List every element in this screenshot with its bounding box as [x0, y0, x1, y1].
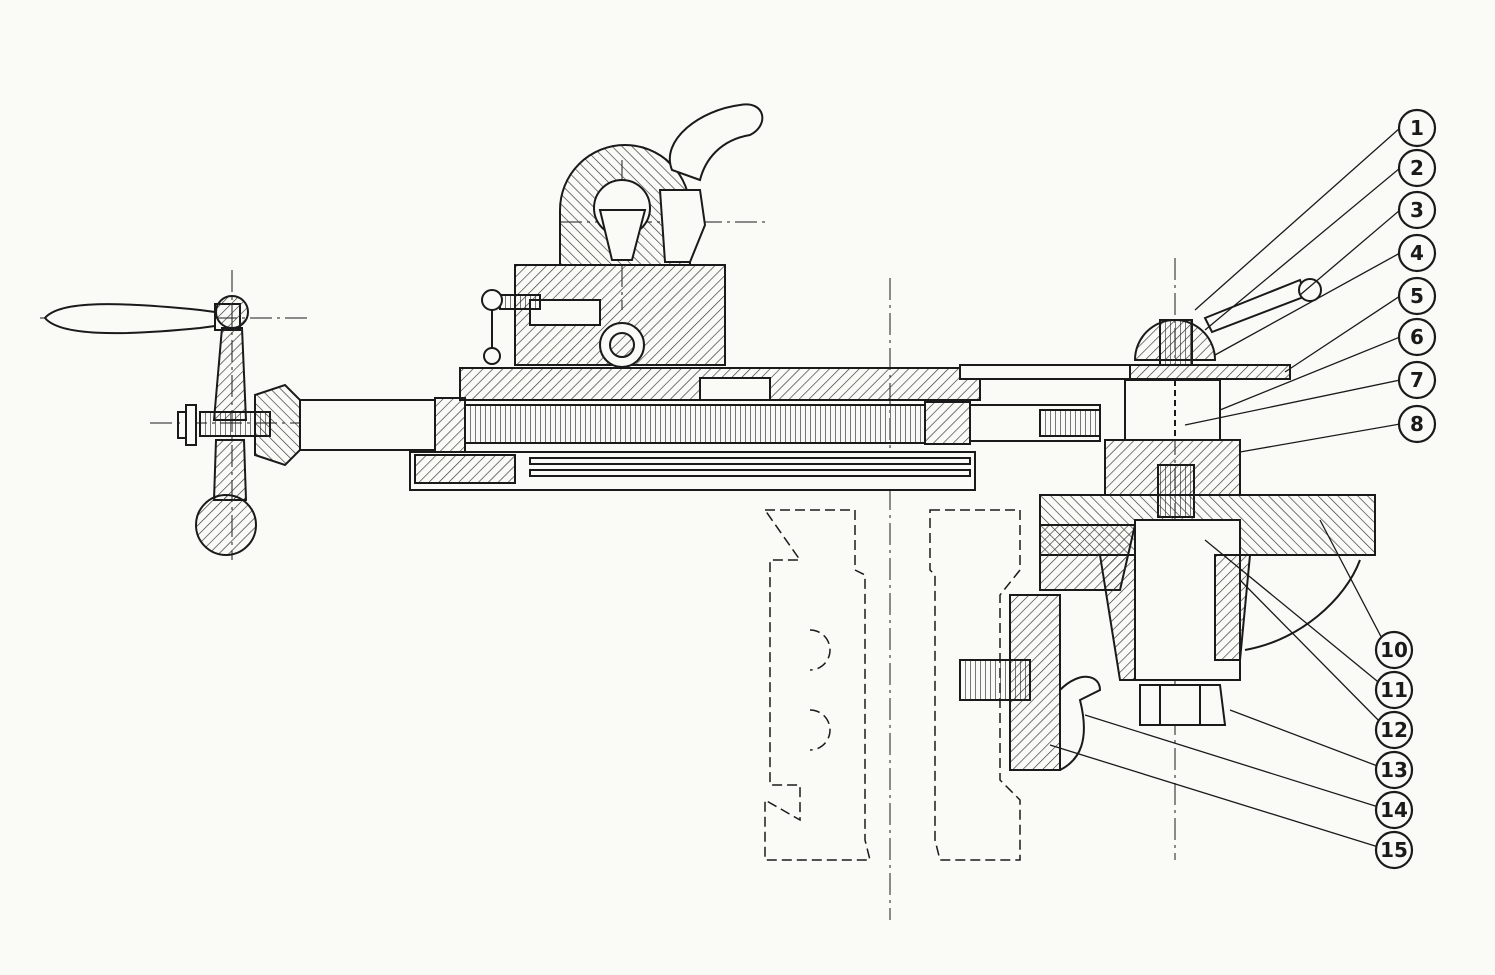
callout-number: 8 — [1410, 412, 1424, 436]
callout-circle — [1374, 750, 1414, 790]
callout-circle — [1397, 190, 1437, 230]
callout-number: 1 — [1410, 116, 1424, 140]
leader-lines — [1049, 127, 1401, 851]
callout-5: 5 — [1397, 276, 1437, 316]
callout-circle — [1397, 276, 1437, 316]
callout-circle — [1374, 630, 1414, 670]
callout-circle — [1397, 360, 1437, 400]
callout-number: 13 — [1380, 758, 1408, 782]
callout-13: 13 — [1374, 750, 1414, 790]
callout-number: 7 — [1410, 368, 1424, 392]
callout-number: 12 — [1380, 718, 1408, 742]
tool-post — [959, 278, 1322, 441]
callout-circle — [1397, 317, 1437, 357]
cross-slide-body — [299, 367, 1101, 491]
callout-14: 14 — [1374, 790, 1414, 830]
callout-number: 6 — [1410, 325, 1424, 349]
callout-circle — [1397, 148, 1437, 188]
compound-rest — [481, 103, 764, 368]
callout-number: 10 — [1380, 638, 1408, 662]
callout-4: 4 — [1397, 233, 1437, 273]
callout-number: 15 — [1380, 838, 1408, 862]
callout-circle — [1374, 710, 1414, 750]
callout-circle — [1374, 790, 1414, 830]
callout-6: 6 — [1397, 317, 1437, 357]
callout-circle — [1397, 108, 1437, 148]
callout-15: 15 — [1374, 830, 1414, 870]
saddle-swivel — [959, 439, 1376, 771]
crank-handle — [43, 295, 301, 556]
callout-7: 7 — [1397, 360, 1437, 400]
callout-circle — [1374, 830, 1414, 870]
callout-number: 14 — [1380, 798, 1408, 822]
callout-12: 12 — [1374, 710, 1414, 750]
callout-3: 3 — [1397, 190, 1437, 230]
callout-number: 5 — [1410, 284, 1424, 308]
callout-circle — [1397, 233, 1437, 273]
callout-10: 10 — [1374, 630, 1414, 670]
callout-number: 3 — [1410, 198, 1424, 222]
callout-number: 4 — [1410, 241, 1424, 265]
callout-1: 1 — [1397, 108, 1437, 148]
callout-11: 11 — [1374, 670, 1414, 710]
callout-8: 8 — [1397, 404, 1437, 444]
callout-number: 2 — [1410, 156, 1424, 180]
lathe-bed-phantom — [763, 509, 1021, 861]
callout-2: 2 — [1397, 148, 1437, 188]
callout-number: 11 — [1380, 678, 1408, 702]
callout-circle — [1374, 670, 1414, 710]
callout-circle — [1397, 404, 1437, 444]
